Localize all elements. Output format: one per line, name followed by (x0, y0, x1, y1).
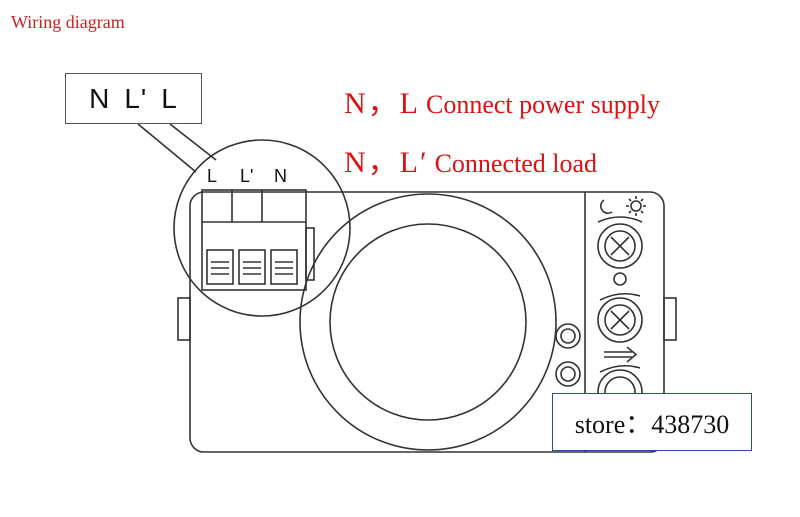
page-title: Wiring diagram (11, 12, 125, 32)
mount-tab-right (663, 297, 677, 341)
sun-icon (626, 196, 646, 216)
terminal-callout: N L' L (65, 73, 202, 124)
note-load-terms: N，L′ (344, 146, 429, 179)
magnifier-circle (173, 139, 351, 317)
callout-terminal-l: L (161, 82, 178, 114)
terminal-label-l: L (207, 166, 218, 186)
mount-tab-left (177, 297, 191, 341)
terminal-screws (206, 249, 298, 285)
lens-outer-ring (299, 193, 557, 451)
lens-inner-ring (329, 223, 527, 421)
terminal-block (201, 189, 307, 291)
note-supply-text: Connect power supply (426, 90, 660, 119)
moon-icon (600, 199, 613, 215)
terminal-label-n: N (274, 166, 287, 186)
indicator-led-2 (555, 361, 581, 387)
note-load: N，L′Connected load (344, 137, 597, 181)
arrow-right-icon (604, 346, 638, 363)
adjust-knob-icon (597, 223, 643, 269)
terminal-label-lprime: L' (240, 166, 254, 186)
store-watermark: store：438730 (552, 393, 752, 451)
note-load-text: Connected load (434, 149, 598, 178)
note-supply-terms: N，L (344, 87, 420, 120)
callout-terminal-lprime: L' (124, 82, 148, 114)
indicator-led-1 (555, 323, 581, 349)
adjust-knob-icon (597, 297, 643, 343)
callout-terminal-n: N (89, 82, 111, 114)
